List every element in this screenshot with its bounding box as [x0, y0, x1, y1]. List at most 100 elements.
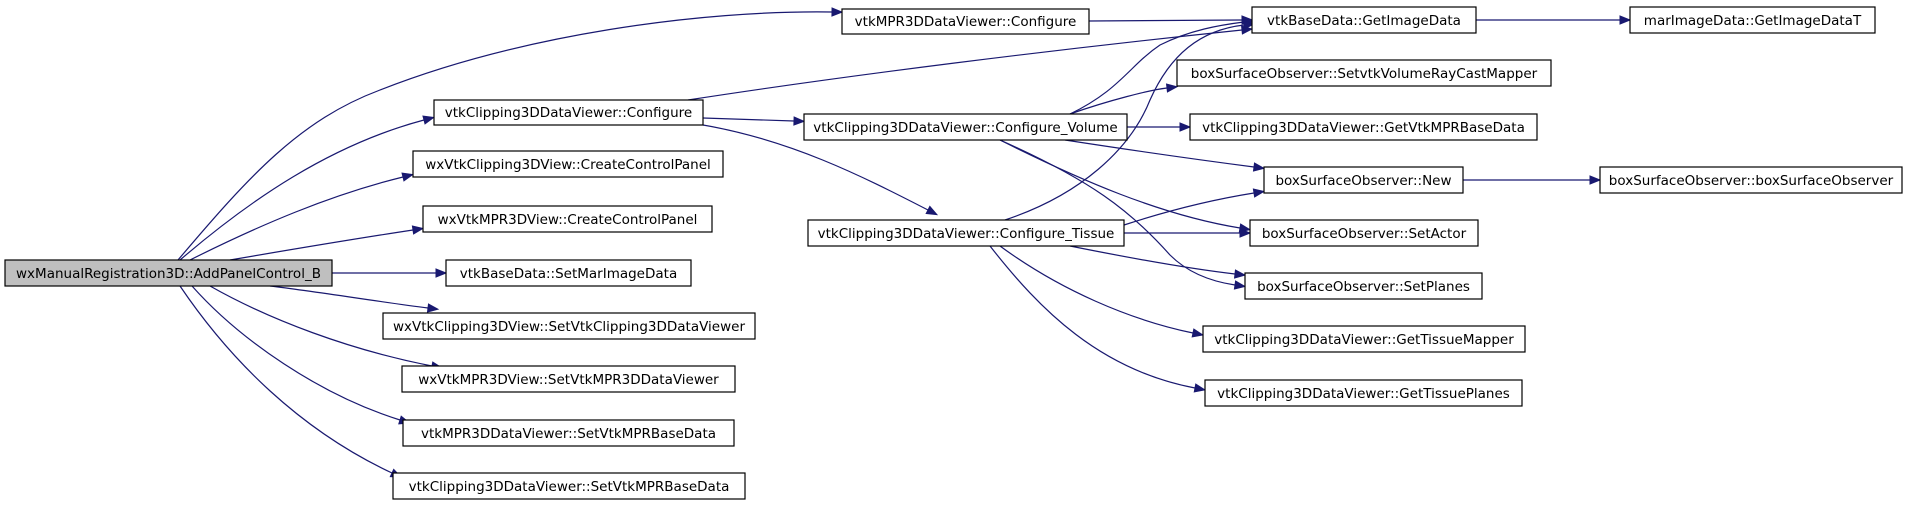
node-clip-set-base[interactable]: vtkClipping3DDataViewer::SetVtkMPRBaseDa…	[392, 472, 746, 500]
edge-configure-tissue-to-get-tissue-mapper	[999, 245, 1205, 338]
node-clip-set-base-box	[392, 472, 746, 500]
arrowhead	[435, 268, 448, 278]
node-get-tissue-mapper-label: vtkClipping3DDataViewer::GetTissueMapper	[1214, 332, 1514, 348]
node-clip-set-base-label: vtkClipping3DDataViewer::SetVtkMPRBaseDa…	[409, 479, 730, 495]
node-clip-view-create-label: wxVtkClipping3DView::CreateControlPanel	[425, 157, 711, 173]
edge-clip-configure-to-configure-tissue	[702, 124, 939, 216]
node-get-image-data-t-box	[1629, 6, 1876, 34]
node-root-label: wxManualRegistration3D::AddPanelControl_…	[16, 266, 321, 282]
edge-observer-new-to-box-observer-ctor	[1463, 175, 1602, 185]
edge-root-to-clip-set-base	[179, 285, 403, 478]
arrowhead	[1179, 122, 1192, 132]
edge-root-to-clip-view-create	[189, 172, 415, 261]
edge-configure-tissue-to-set-planes	[1069, 245, 1247, 279]
node-root[interactable]: wxManualRegistration3D::AddPanelControl_…	[4, 259, 333, 287]
edge-root-to-mpr-configure	[177, 7, 844, 261]
edge-root-to-clip-configure	[179, 115, 435, 261]
node-clip-view-create[interactable]: wxVtkClipping3DView::CreateControlPanel	[412, 150, 724, 178]
node-get-tissue-mapper[interactable]: vtkClipping3DDataViewer::GetTissueMapper	[1202, 325, 1526, 353]
node-box-observer-ctor-label: boxSurfaceObserver::boxSurfaceObserver	[1609, 173, 1894, 189]
edge-configure-tissue-to-set-actor	[1124, 228, 1252, 238]
node-clip-configure-label: vtkClipping3DDataViewer::Configure	[445, 105, 692, 121]
node-set-planes-label: boxSurfaceObserver::SetPlanes	[1257, 279, 1470, 295]
node-set-mpr-viewer-box	[401, 365, 736, 393]
node-mpr-configure[interactable]: vtkMPR3DDataViewer::Configure	[841, 8, 1090, 35]
edge-mpr-configure-to-get-image-data	[1088, 15, 1254, 25]
node-set-mpr-viewer[interactable]: wxVtkMPR3DView::SetVtkMPR3DDataViewer	[401, 365, 736, 393]
node-get-tissue-planes-label: vtkClipping3DDataViewer::GetTissuePlanes	[1217, 386, 1510, 402]
edge-configure-tissue-to-observer-new	[1123, 188, 1266, 226]
node-set-clip-viewer-label: wxVtkClipping3DView::SetVtkClipping3DDat…	[393, 319, 745, 335]
node-set-mar-image[interactable]: vtkBaseData::SetMarImageData	[445, 259, 692, 287]
arrowhead	[1252, 162, 1266, 172]
arrowhead	[831, 7, 844, 17]
edge-configure-tissue-to-get-tissue-planes	[989, 245, 1207, 393]
node-mpr-view-create-box	[422, 205, 713, 233]
node-box-observer-ctor-box	[1599, 166, 1903, 194]
arrowhead	[1193, 383, 1207, 393]
node-observer-new[interactable]: boxSurfaceObserver::New	[1263, 166, 1464, 194]
edge-configure-tissue-to-get-image-data	[1004, 20, 1256, 221]
edge-clip-configure-to-configure-volume	[702, 116, 806, 126]
arrowhead	[793, 116, 806, 126]
arrowhead	[1165, 83, 1179, 93]
edge-root-to-mpr-set-base	[191, 285, 411, 425]
arrowhead	[1619, 15, 1632, 25]
node-get-image-data-t[interactable]: marImageData::GetImageDataT	[1629, 6, 1876, 34]
node-set-actor[interactable]: boxSurfaceObserver::SetActor	[1249, 219, 1479, 247]
arrowhead	[401, 172, 415, 182]
node-set-ray-cast-box	[1176, 59, 1552, 87]
arrowhead	[1252, 188, 1266, 198]
node-observer-new-box	[1263, 166, 1464, 194]
node-clip-configure-box	[433, 99, 704, 126]
node-observer-new-label: boxSurfaceObserver::New	[1275, 173, 1451, 189]
node-get-image-data[interactable]: vtkBaseData::GetImageData	[1251, 6, 1477, 34]
node-set-actor-box	[1249, 219, 1479, 247]
node-get-mpr-base-box	[1189, 113, 1538, 141]
edge-root-to-set-mar-image	[332, 268, 448, 278]
arrowhead	[422, 115, 435, 125]
node-set-mpr-viewer-label: wxVtkMPR3DView::SetVtkMPR3DDataViewer	[418, 372, 719, 388]
node-configure-volume[interactable]: vtkClipping3DDataViewer::Configure_Volum…	[803, 113, 1128, 141]
call-edges	[177, 7, 1632, 478]
edge-configure-volume-to-observer-new	[1064, 139, 1266, 172]
node-set-ray-cast-label: boxSurfaceObserver::SetvtkVolumeRayCastM…	[1191, 66, 1538, 82]
node-set-mar-image-box	[445, 259, 692, 287]
node-clip-view-create-box	[412, 150, 724, 178]
node-get-mpr-base[interactable]: vtkClipping3DDataViewer::GetVtkMPRBaseDa…	[1189, 113, 1538, 141]
node-get-image-data-t-label: marImageData::GetImageDataT	[1644, 13, 1862, 29]
edge-get-image-data-to-get-image-data-t	[1476, 15, 1632, 25]
node-get-tissue-planes[interactable]: vtkClipping3DDataViewer::GetTissuePlanes	[1204, 379, 1523, 407]
node-box-observer-ctor[interactable]: boxSurfaceObserver::boxSurfaceObserver	[1599, 166, 1903, 194]
node-mpr-set-base[interactable]: vtkMPR3DDataViewer::SetVtkMPRBaseData	[402, 419, 735, 447]
node-configure-tissue-box	[807, 219, 1125, 247]
node-mpr-set-base-label: vtkMPR3DDataViewer::SetVtkMPRBaseData	[421, 426, 716, 442]
node-set-clip-viewer[interactable]: wxVtkClipping3DView::SetVtkClipping3DDat…	[382, 312, 756, 340]
node-set-ray-cast[interactable]: boxSurfaceObserver::SetvtkVolumeRayCastM…	[1176, 59, 1552, 87]
node-configure-tissue[interactable]: vtkClipping3DDataViewer::Configure_Tissu…	[807, 219, 1125, 247]
node-mpr-view-create[interactable]: wxVtkMPR3DView::CreateControlPanel	[422, 205, 713, 233]
node-get-image-data-box	[1251, 6, 1477, 34]
node-set-actor-label: boxSurfaceObserver::SetActor	[1262, 226, 1467, 242]
node-set-planes[interactable]: boxSurfaceObserver::SetPlanes	[1244, 272, 1483, 300]
node-mpr-view-create-label: wxVtkMPR3DView::CreateControlPanel	[438, 212, 698, 228]
node-get-tissue-mapper-box	[1202, 325, 1526, 353]
node-get-mpr-base-label: vtkClipping3DDataViewer::GetVtkMPRBaseDa…	[1202, 120, 1525, 136]
arrowhead	[411, 225, 425, 235]
node-set-clip-viewer-box	[382, 312, 756, 340]
arrowhead	[1239, 228, 1252, 238]
arrowhead	[1242, 20, 1256, 30]
edge-configure-volume-to-set-ray-cast	[1069, 83, 1179, 115]
arrowhead	[925, 205, 939, 216]
arrowhead	[1233, 269, 1247, 279]
arrowhead	[1589, 175, 1602, 185]
node-mpr-configure-label: vtkMPR3DDataViewer::Configure	[855, 14, 1077, 30]
node-clip-configure[interactable]: vtkClipping3DDataViewer::Configure	[433, 99, 704, 126]
arrowhead	[426, 303, 440, 313]
node-configure-volume-label: vtkClipping3DDataViewer::Configure_Volum…	[813, 120, 1117, 136]
node-set-planes-box	[1244, 272, 1483, 300]
edge-root-to-mpr-view-create	[229, 225, 425, 261]
node-get-tissue-planes-box	[1204, 379, 1523, 407]
arrowhead	[1191, 328, 1205, 338]
